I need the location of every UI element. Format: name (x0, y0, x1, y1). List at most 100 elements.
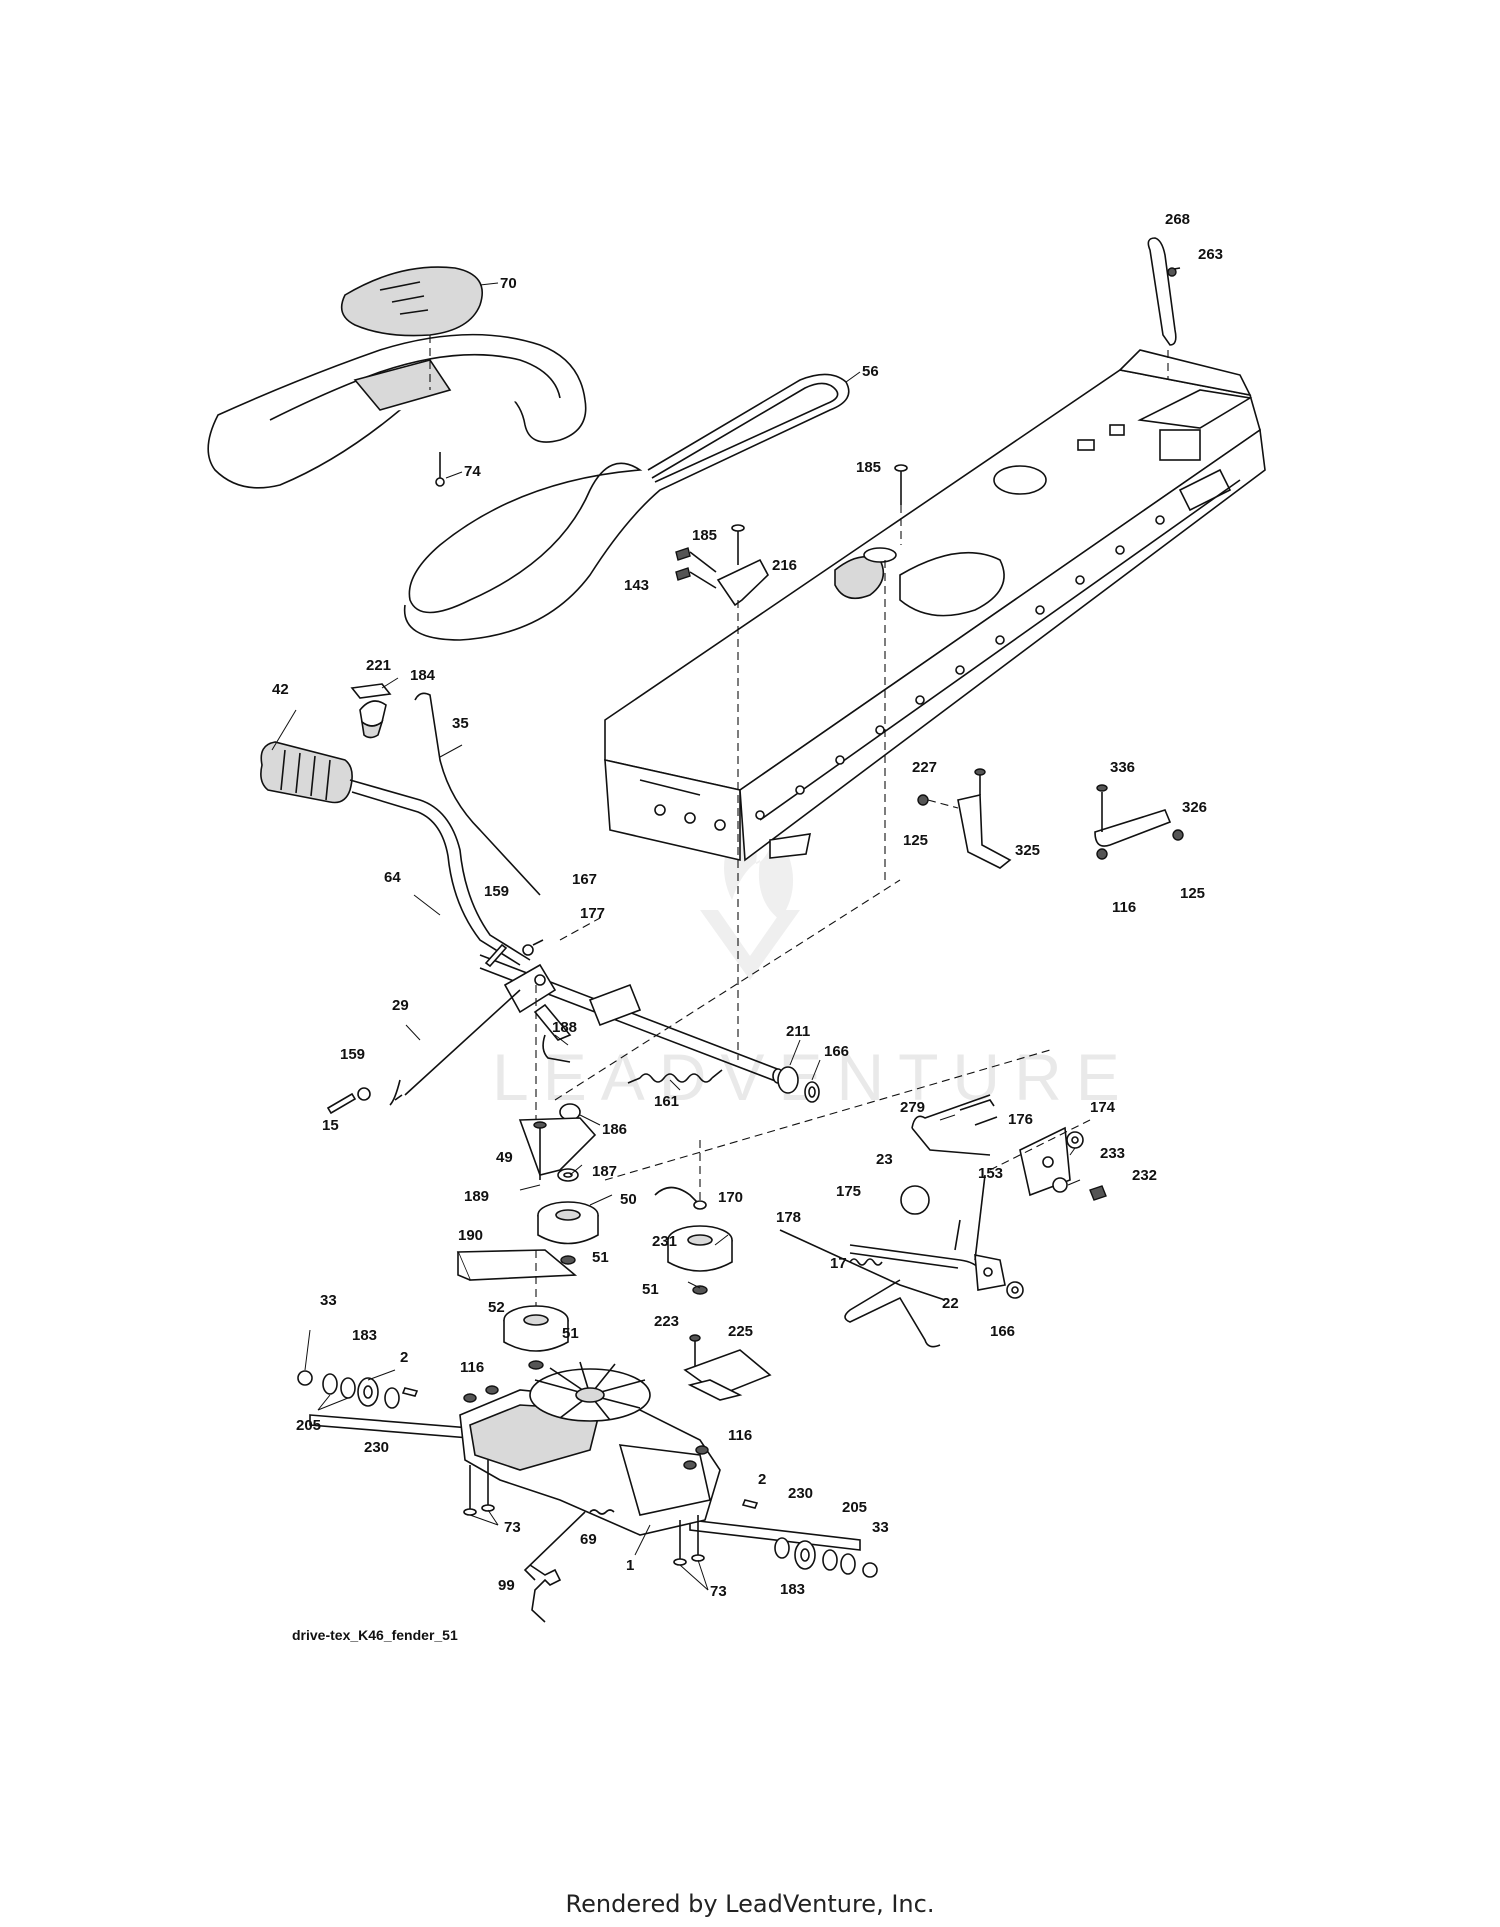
transaxle (309, 1334, 861, 1623)
idler-pulleys (456, 1069, 733, 1370)
callout-52: 52 (488, 1299, 505, 1316)
callout-227: 227 (912, 759, 937, 776)
bracket-216 (716, 558, 769, 607)
frame-side-rail (604, 758, 741, 862)
footer-credit: Rendered by LeadVenture, Inc. (565, 1890, 935, 1918)
callout-70: 70 (500, 275, 517, 292)
brackets-right (917, 768, 1184, 869)
callout-186: 186 (602, 1121, 627, 1138)
callout-51c: 51 (562, 1325, 579, 1342)
clips-153 (959, 1099, 998, 1126)
key-2a (401, 1387, 419, 1397)
callout-99: 99 (498, 1577, 515, 1594)
callout-64: 64 (384, 869, 401, 886)
watermark-text: LEADVENTURE (492, 1040, 1134, 1114)
rod-35 (414, 692, 541, 896)
diagram-caption: drive-tex_K46_fender_51 (292, 1627, 458, 1643)
wheel-hardware-left (297, 1370, 400, 1409)
bracket-325 (957, 794, 1012, 869)
rod-99 (529, 1564, 562, 1623)
ring-23 (900, 1185, 930, 1215)
callout-189: 189 (464, 1188, 489, 1205)
callout-50: 50 (620, 1191, 637, 1208)
callout-216: 216 (772, 557, 797, 574)
axle-right (689, 1519, 861, 1551)
fender-assembly (207, 266, 587, 489)
rod-188 (542, 1034, 571, 1063)
callout-174: 174 (1090, 1099, 1116, 1116)
callout-336: 336 (1110, 759, 1135, 776)
callout-74: 74 (464, 463, 481, 480)
spring-161 (639, 1073, 713, 1083)
left-controls (260, 683, 1051, 1181)
callout-116a: 116 (1112, 899, 1136, 916)
callout-279: 279 (900, 1099, 925, 1116)
rod-178 (779, 1229, 946, 1301)
frame-long-rail (739, 428, 1266, 862)
callout-184: 184 (410, 667, 436, 684)
grip-42 (260, 741, 353, 804)
callout-230a: 230 (364, 1439, 389, 1456)
callout-268: 268 (1165, 211, 1190, 228)
callout-170: 170 (718, 1189, 743, 1206)
callout-188: 188 (552, 1019, 577, 1036)
callout-231: 231 (652, 1233, 677, 1250)
callout-69: 69 (580, 1531, 597, 1548)
callout-161: 161 (654, 1093, 679, 1110)
cooling-fan (529, 1361, 651, 1422)
callout-325: 325 (1015, 842, 1040, 859)
hairpin-268 (1147, 237, 1177, 346)
callout-166b: 166 (990, 1323, 1015, 1340)
callout-73a: 73 (504, 1519, 521, 1536)
callout-125a: 125 (903, 832, 928, 849)
leader-lines (271, 677, 1081, 1591)
callout-49: 49 (496, 1149, 513, 1166)
callout-23: 23 (876, 1151, 893, 1168)
callout-51b: 51 (642, 1281, 659, 1298)
callout-33b: 33 (872, 1519, 889, 1536)
callout-42: 42 (272, 681, 289, 698)
callout-177: 177 (580, 905, 605, 922)
frame-rear-rail (1118, 349, 1252, 397)
callout-326: 326 (1182, 799, 1207, 816)
washer-230b (774, 1537, 790, 1559)
drive-belt-56 (403, 371, 861, 641)
callout-1: 1 (626, 1557, 634, 1574)
callout-73b: 73 (710, 1583, 727, 1600)
wheel-hardware-right (774, 1537, 878, 1578)
axle-left (309, 1414, 471, 1439)
callout-187: 187 (592, 1163, 617, 1180)
callout-183b: 183 (780, 1581, 805, 1598)
callout-35: 35 (452, 715, 469, 732)
idler-arm-189 (518, 1117, 597, 1176)
pin-159b (326, 1092, 357, 1115)
callout-223: 223 (654, 1313, 679, 1330)
rod-29 (389, 989, 521, 1106)
bracket-326 (1094, 809, 1172, 847)
clip-221 (350, 683, 392, 699)
callout-labels: 70 56 74 268 263 185 185 143 216 221 184… (272, 211, 1223, 1600)
callout-2b: 2 (758, 1471, 766, 1488)
right-controls (779, 1094, 1107, 1348)
pin-159a (484, 943, 508, 968)
callout-225: 225 (728, 1323, 753, 1340)
clip-33a (297, 1370, 313, 1386)
callout-175: 175 (836, 1183, 861, 1200)
callout-233: 233 (1100, 1145, 1125, 1162)
spring-17 (849, 1258, 883, 1266)
lever-64 (349, 779, 531, 961)
callout-159a: 159 (484, 883, 509, 900)
spring-69 (589, 1509, 615, 1515)
callout-190: 190 (458, 1227, 483, 1244)
callout-205a: 205 (296, 1417, 321, 1434)
frame-hardware (675, 237, 1181, 1060)
callout-116b: 116 (460, 1359, 484, 1376)
washer-230a (384, 1387, 400, 1409)
seat-cover-70 (340, 266, 483, 337)
bolt-232 (1089, 1185, 1107, 1201)
frame-chassis (604, 349, 1266, 862)
callout-232: 232 (1132, 1167, 1157, 1184)
callout-211: 211 (786, 1023, 810, 1040)
shaft-175 (849, 1244, 981, 1271)
lever-22 (844, 1279, 941, 1348)
